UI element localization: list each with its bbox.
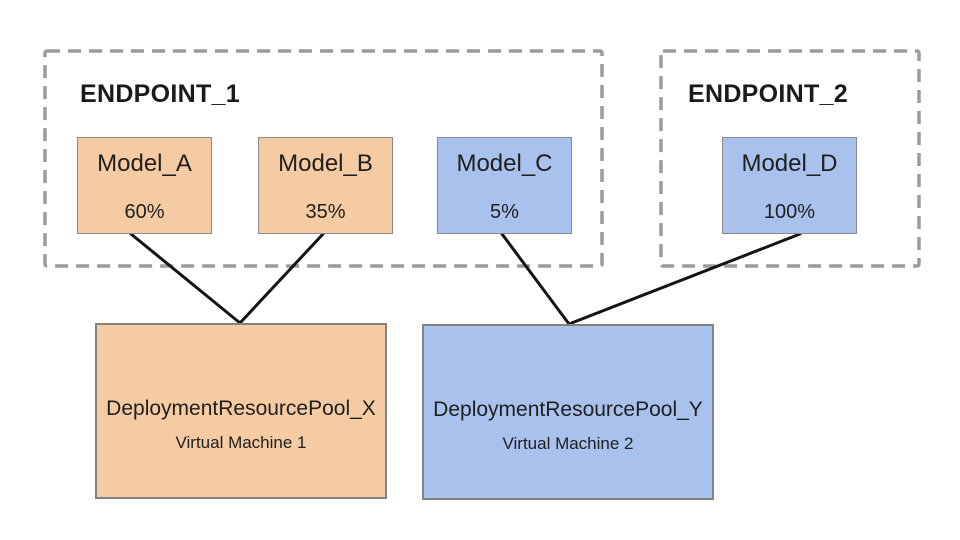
edge-model-d-to-pool-y	[567, 232, 802, 326]
edge-model-a-to-pool-x	[129, 232, 242, 325]
pool-y-label: DeploymentResourcePool_Y	[433, 398, 703, 421]
model-c-label: Model_C	[456, 150, 553, 177]
endpoint-2-label: ENDPOINT_2	[688, 80, 848, 108]
pool-y-machine-label: Virtual Machine 2	[502, 434, 634, 453]
model-a-traffic-split: 60%	[124, 201, 165, 223]
endpoint-2-boundary	[659, 49, 921, 268]
model-a-box: Model_A 60%	[77, 137, 212, 234]
edge-model-c-to-pool-y	[500, 232, 571, 326]
endpoint-1-boundary	[43, 49, 604, 268]
pool-x-box: DeploymentResourcePool_X Virtual Machine…	[95, 323, 387, 499]
endpoint-1-label: ENDPOINT_1	[80, 80, 240, 108]
model-d-label: Model_D	[741, 150, 838, 177]
model-b-traffic-split: 35%	[305, 201, 346, 223]
model-d-traffic-split: 100%	[763, 201, 816, 223]
model-b-label: Model_B	[278, 150, 373, 177]
model-d-box: Model_D 100%	[722, 137, 857, 234]
model-c-box: Model_C 5%	[437, 137, 572, 234]
pool-x-machine-label: Virtual Machine 1	[175, 433, 307, 452]
pool-y-box: DeploymentResourcePool_Y Virtual Machine…	[422, 324, 714, 500]
edge-model-b-to-pool-x	[238, 232, 325, 325]
pool-x-label: DeploymentResourcePool_X	[106, 397, 376, 420]
model-a-label: Model_A	[97, 150, 192, 177]
model-b-box: Model_B 35%	[258, 137, 393, 234]
model-c-traffic-split: 5%	[490, 201, 519, 223]
